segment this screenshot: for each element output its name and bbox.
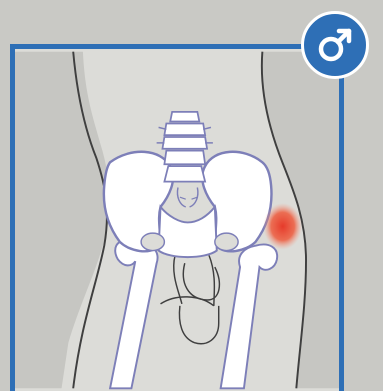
pain-highlight (263, 203, 302, 250)
anatomy-drawing (15, 49, 339, 391)
right-femur (221, 245, 278, 389)
male-symbol-icon (301, 11, 369, 79)
left-femur (110, 241, 157, 388)
illustration-frame (10, 44, 344, 391)
